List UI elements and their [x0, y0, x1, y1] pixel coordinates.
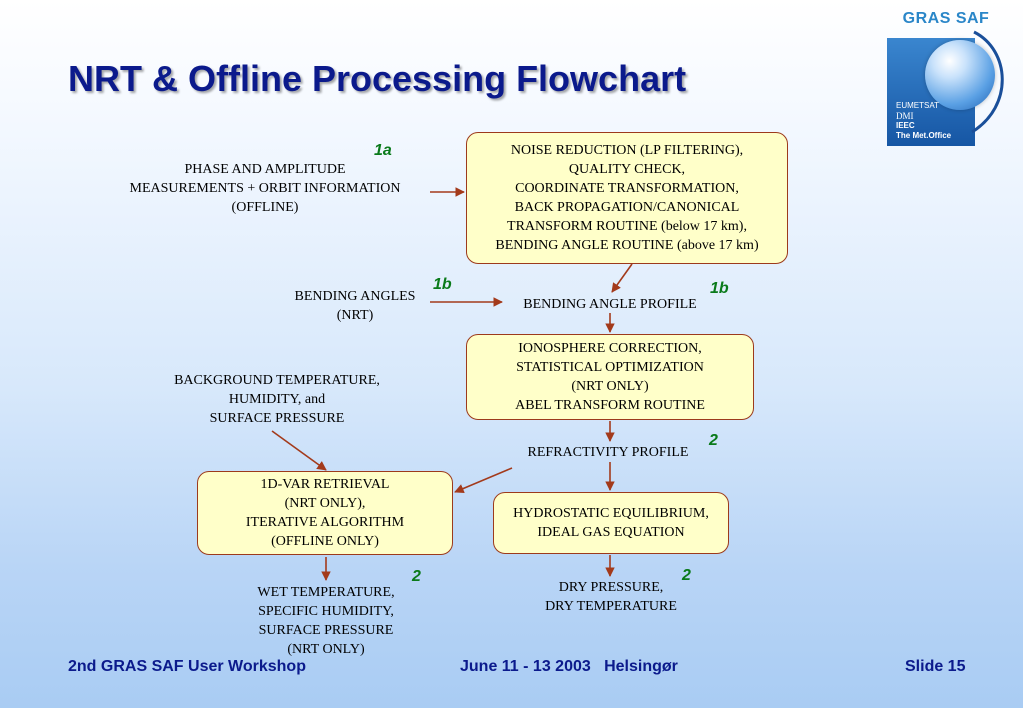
- arrow-noise-to-bending-profile: [611, 263, 633, 293]
- box-1dvar-retrieval: 1D-VAR RETRIEVAL (NRT ONLY), ITERATIVE A…: [197, 471, 453, 555]
- output-dry: DRY PRESSURE, DRY TEMPERATURE: [545, 580, 677, 614]
- orbit-swoosh-icon: [971, 30, 1004, 134]
- tag-1b-left: 1b: [433, 276, 452, 293]
- logo-partners: EUMETSAT DMI IEEC The Met.Office: [896, 101, 971, 141]
- box-noise-reduction: NOISE REDUCTION (LP FILTERING), QUALITY …: [466, 132, 788, 264]
- footer-slide-number: Slide 15: [905, 658, 966, 675]
- input-background: BACKGROUND TEMPERATURE, HUMIDITY, and SU…: [174, 373, 380, 426]
- tag-2-dry: 2: [682, 567, 691, 584]
- box-ionosphere-correction: IONOSPHERE CORRECTION, STATISTICAL OPTIM…: [466, 334, 754, 420]
- partner-met-office: The Met.Office: [896, 131, 952, 140]
- input-bending-angles: BENDING ANGLES (NRT): [294, 289, 416, 323]
- footer-workshop: 2nd GRAS SAF User Workshop: [68, 658, 306, 675]
- logo-title: GRAS SAF: [902, 10, 990, 27]
- gras-saf-logo: GRAS SAF EUMETSAT DMI IEEC The Met.Offic…: [882, 8, 1014, 150]
- tag-2-wet: 2: [412, 568, 421, 585]
- globe-icon: [925, 40, 995, 110]
- tag-2-refractivity: 2: [709, 432, 718, 449]
- partner-eumetsat: EUMETSAT: [896, 101, 939, 110]
- partner-dmi: DMI: [896, 111, 914, 121]
- footer-date-location: June 11 - 13 2003 Helsingør: [460, 658, 678, 675]
- partner-ieec: IEEC: [896, 121, 915, 130]
- arrow-background-to-1dvar: [271, 430, 327, 471]
- slide-title: NRT & Offline Processing Flowchart: [68, 58, 687, 99]
- refractivity-profile: REFRACTIVITY PROFILE: [527, 445, 689, 460]
- box-hydrostatic-equilibrium: HYDROSTATIC EQUILIBRIUM, IDEAL GAS EQUAT…: [493, 492, 729, 554]
- tag-1b-right: 1b: [710, 280, 729, 297]
- bending-angle-profile: BENDING ANGLE PROFILE: [523, 297, 697, 312]
- input-phase-amplitude: PHASE AND AMPLITUDE MEASUREMENTS + ORBIT…: [129, 162, 401, 215]
- output-wet: WET TEMPERATURE, SPECIFIC HUMIDITY, SURF…: [257, 585, 395, 657]
- tag-1a: 1a: [374, 142, 392, 159]
- arrow-refractivity-to-1dvar: [454, 467, 513, 494]
